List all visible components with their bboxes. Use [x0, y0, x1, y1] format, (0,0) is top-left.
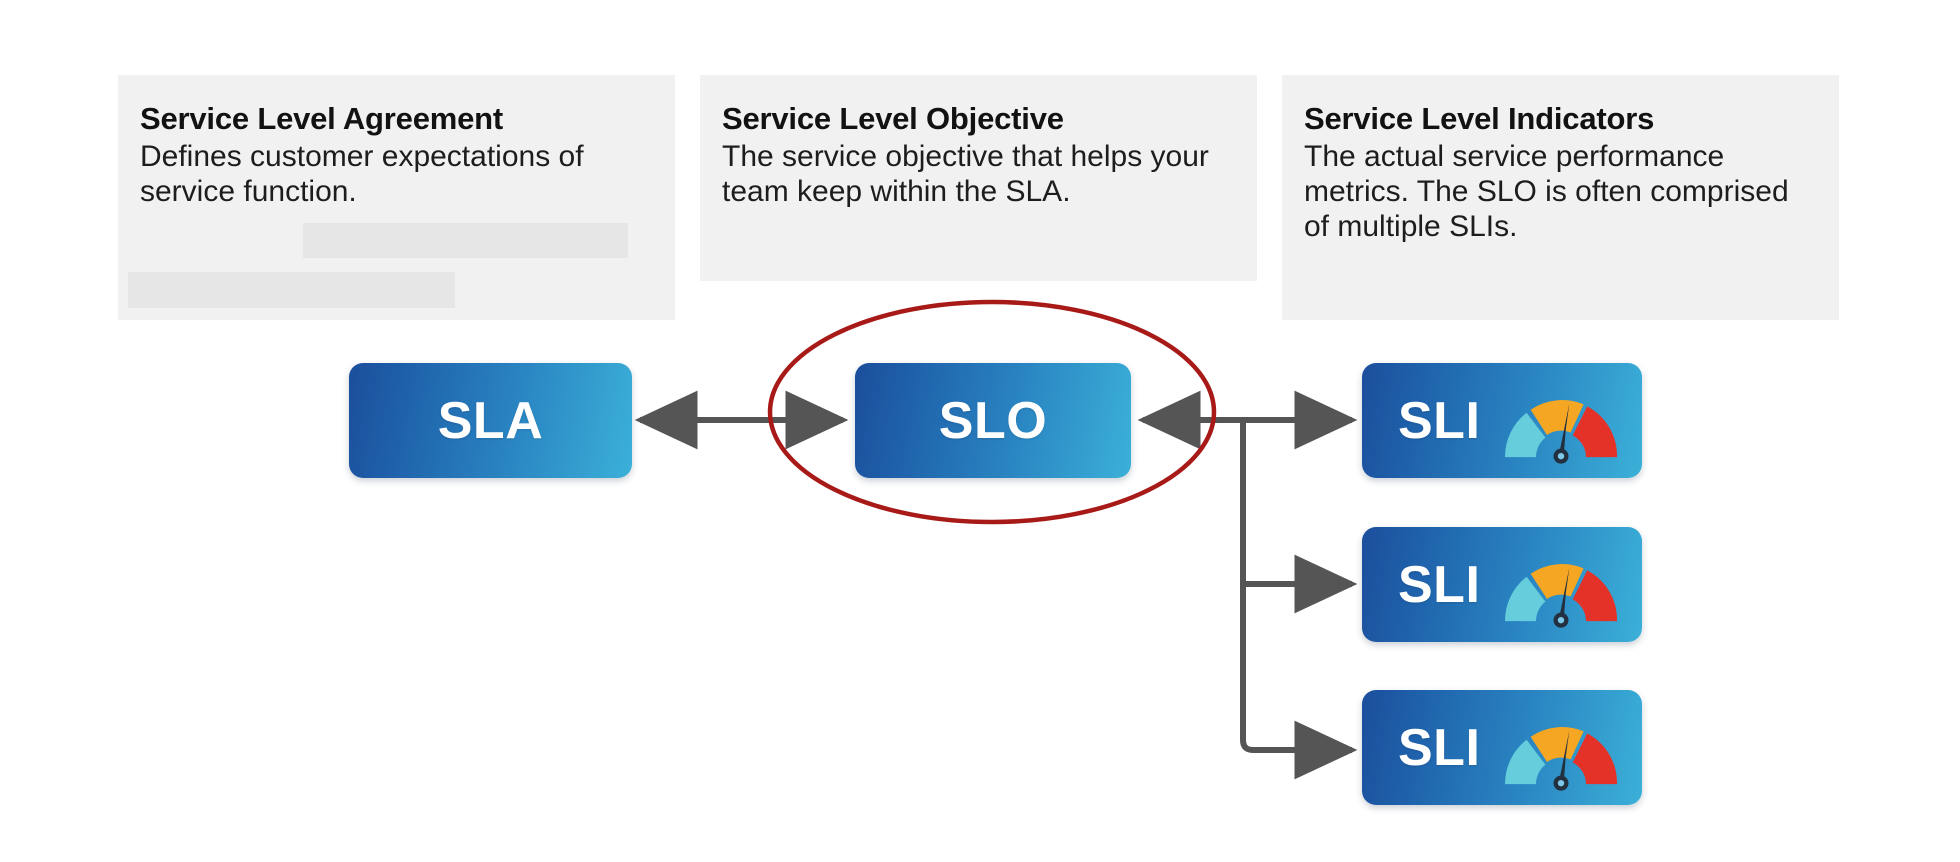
connector-sli-branch-trunk — [1137, 390, 1290, 753]
node-sla[interactable]: SLA — [349, 363, 632, 478]
card-sla-title: Service Level Agreement — [140, 101, 503, 136]
node-sli-1[interactable]: SLI — [1362, 363, 1642, 478]
card-sli-title: Service Level Indicators — [1304, 101, 1655, 136]
card-sla-body: Defines customer expectations of service… — [140, 139, 584, 208]
card-sli-body: The actual service performance metrics. … — [1304, 139, 1789, 244]
card-slo-body: The service objective that helps your te… — [722, 139, 1209, 208]
node-sli-3-label: SLI — [1398, 718, 1481, 777]
card-slo-title: Service Level Objective — [722, 101, 1064, 136]
gauge-icon — [1499, 543, 1624, 634]
node-sli-2[interactable]: SLI — [1362, 527, 1642, 642]
node-sli-1-label: SLI — [1398, 391, 1481, 450]
node-slo[interactable]: SLO — [855, 363, 1131, 478]
redaction-bar — [128, 272, 455, 308]
card-sli: Service Level Indicators The actual serv… — [1282, 75, 1839, 320]
node-sli-2-label: SLI — [1398, 555, 1481, 614]
node-sla-label: SLA — [437, 391, 544, 450]
card-sla: Service Level Agreement Defines customer… — [118, 75, 675, 320]
node-slo-label: SLO — [938, 391, 1048, 450]
node-sli-3[interactable]: SLI — [1362, 690, 1642, 805]
card-slo: Service Level Objective The service obje… — [700, 75, 1257, 281]
gauge-icon — [1499, 706, 1624, 797]
redaction-bar — [303, 223, 628, 258]
gauge-icon — [1499, 379, 1624, 470]
